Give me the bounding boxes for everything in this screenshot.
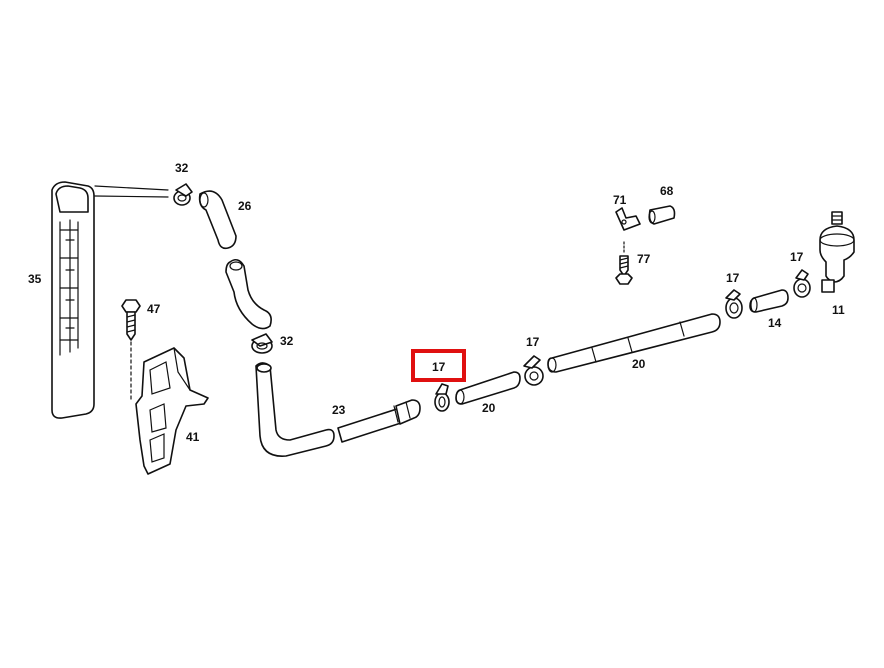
part-23-pipe xyxy=(255,362,421,457)
callout-11: 11 xyxy=(832,303,845,317)
part-20-short-hose xyxy=(455,371,521,405)
callout-17-far-right: 17 xyxy=(790,250,804,264)
part-17-clamp-middle xyxy=(523,355,544,386)
highlight-box xyxy=(411,349,466,382)
part-32-clamp-top xyxy=(173,183,193,206)
callout-20-right: 20 xyxy=(632,357,646,371)
callout-17-middle: 17 xyxy=(526,335,540,349)
callout-32-top: 32 xyxy=(175,161,189,175)
callout-20-left: 20 xyxy=(482,401,496,415)
part-11-check-valve xyxy=(819,211,855,293)
callout-68: 68 xyxy=(660,184,674,198)
part-35-panel xyxy=(51,181,169,419)
callout-17-right: 17 xyxy=(726,271,740,285)
callout-71: 71 xyxy=(613,193,627,207)
part-14-hose xyxy=(749,289,789,313)
part-68-sleeve xyxy=(648,205,676,225)
callout-23: 23 xyxy=(332,403,346,417)
part-17-clamp-highlighted xyxy=(434,383,450,412)
callout-77: 77 xyxy=(637,252,651,266)
callout-26: 26 xyxy=(238,199,252,213)
part-41-bracket xyxy=(135,347,209,475)
callout-17-highlighted: 17 xyxy=(432,360,446,374)
callout-14: 14 xyxy=(768,316,782,330)
callout-41: 41 xyxy=(186,430,200,444)
part-26-upper-hose xyxy=(198,190,237,250)
part-17-clamp-far-right xyxy=(793,269,811,298)
callout-labels: 35 32 26 47 32 41 23 17 20 17 20 71 68 7… xyxy=(28,161,845,444)
callout-35: 35 xyxy=(28,272,42,286)
part-26-lower-hose xyxy=(225,258,272,330)
callout-32-lower: 32 xyxy=(280,334,294,348)
part-47-bolt xyxy=(121,299,141,401)
callout-47: 47 xyxy=(147,302,161,316)
part-17-clamp-right xyxy=(725,289,743,319)
part-77-screw xyxy=(615,241,633,285)
part-20-long-pipe xyxy=(547,313,721,373)
part-71-small-bracket xyxy=(615,207,641,231)
part-32-clamp-lower xyxy=(251,333,273,354)
